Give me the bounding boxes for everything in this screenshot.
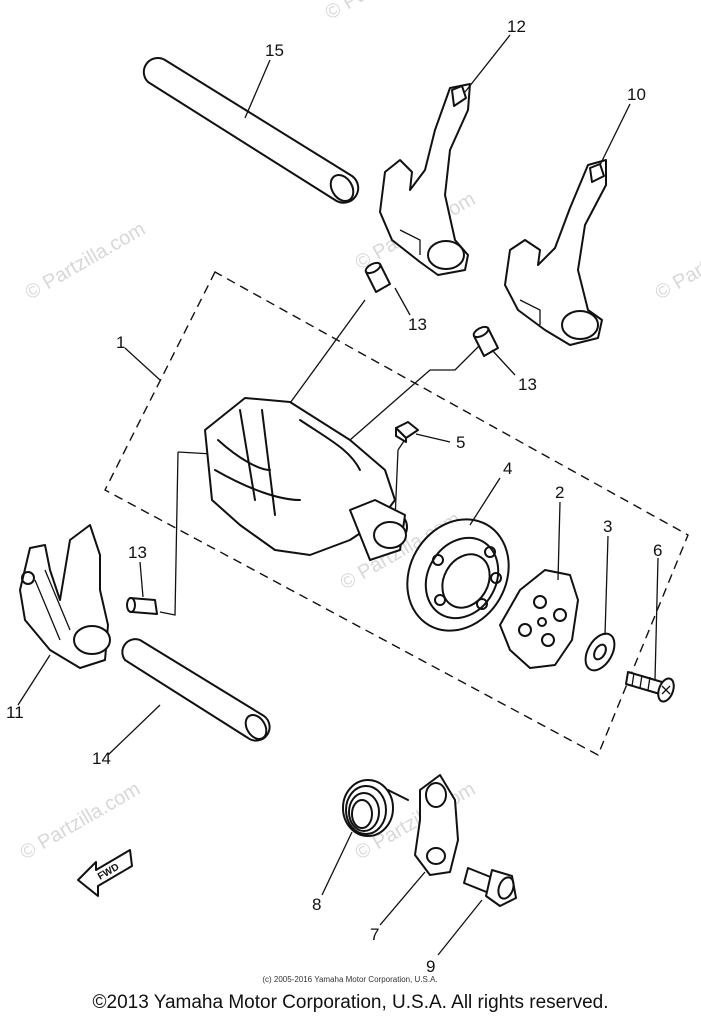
leader-lines <box>17 34 659 956</box>
watermark: © Partzilla.com <box>17 778 145 864</box>
guide-lines <box>159 299 481 616</box>
watermark: © Partzilla.com <box>652 218 701 304</box>
callout-4: 4 <box>503 459 512 478</box>
shaft-15 <box>142 57 360 204</box>
callout-9: 9 <box>426 957 435 976</box>
callout-1: 1 <box>116 333 125 352</box>
callout-12: 12 <box>507 17 526 36</box>
callout-8: 8 <box>312 895 321 914</box>
dowel-pin-13b <box>472 325 499 357</box>
callout-15: 15 <box>265 41 284 60</box>
fwd-arrow-icon: FWD <box>77 849 133 897</box>
shift-drum <box>204 397 408 561</box>
watermark: © Partzilla.com <box>322 0 450 24</box>
callout-3: 3 <box>603 517 612 536</box>
dowel-pin-13c <box>126 597 158 615</box>
callout-13b: 13 <box>518 375 537 394</box>
small-copyright: (c) 2005-2016 Yamaha Motor Corporation, … <box>262 975 437 984</box>
dowel-pin-13a <box>364 261 391 293</box>
callout-13c: 13 <box>128 543 147 562</box>
washer-3 <box>584 632 616 672</box>
callout-labels: 15 12 10 13 13 1 5 4 2 3 6 13 11 14 8 7 … <box>6 17 662 976</box>
callout-5: 5 <box>456 433 465 452</box>
shaft-14 <box>121 638 271 742</box>
cam-2 <box>499 569 579 669</box>
shift-fork-12 <box>379 83 471 276</box>
spring-8 <box>342 779 409 837</box>
callout-13a: 13 <box>408 315 427 334</box>
stopper-lever-7 <box>414 774 459 876</box>
assembly-outline <box>104 271 689 756</box>
callout-2: 2 <box>555 483 564 502</box>
callout-11: 11 <box>6 703 24 722</box>
shift-fork-10 <box>504 159 607 346</box>
parts-diagram: © Partzilla.com © Partzilla.com © Partzi… <box>6 0 701 984</box>
watermark: © Partzilla.com <box>22 218 150 304</box>
segment-5 <box>395 421 419 443</box>
shift-fork-11 <box>19 524 111 669</box>
callout-14: 14 <box>92 749 111 768</box>
copyright-notice: ©2013 Yamaha Motor Corporation, U.S.A. A… <box>92 992 609 1013</box>
bolt-9 <box>463 867 517 907</box>
callout-7: 7 <box>370 925 379 944</box>
bearing-4 <box>406 518 510 632</box>
callout-10: 10 <box>627 85 646 104</box>
callout-6: 6 <box>653 541 662 560</box>
screw-6 <box>625 671 675 703</box>
